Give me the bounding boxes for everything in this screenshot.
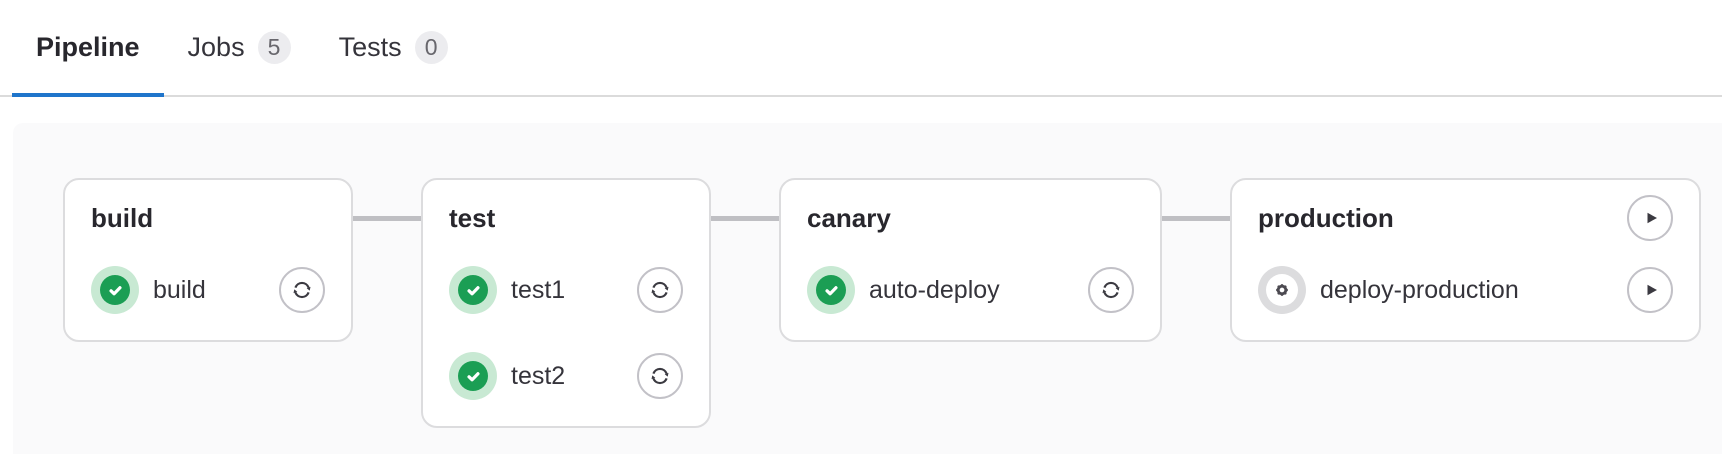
tab-jobs[interactable]: Jobs 5 [164,0,315,95]
pipeline-tabs: Pipeline Jobs 5 Tests 0 [0,0,1722,97]
retry-icon [1102,281,1120,299]
job-link-build[interactable]: build [91,266,259,314]
status-success-icon [449,266,497,314]
job-link-test2[interactable]: test2 [449,352,617,400]
jobs-count-badge: 5 [257,31,291,64]
stage-header-build: build [91,195,325,241]
stage-title: production [1258,202,1394,233]
stage-card-production: production [1230,178,1701,342]
stage-header-canary: canary [807,195,1134,241]
tab-tests[interactable]: Tests 0 [315,0,472,95]
job-row-auto-deploy: auto-deploy [807,266,1134,314]
job-name: test1 [511,275,566,304]
retry-job-button[interactable] [637,267,683,313]
tab-pipeline[interactable]: Pipeline [12,0,164,97]
stage-card-test: test test1 [421,178,711,428]
job-link-auto-deploy[interactable]: auto-deploy [807,266,1068,314]
tab-pipeline-label: Pipeline [36,32,140,62]
play-icon [1647,212,1657,224]
status-success-icon [91,266,139,314]
stage-connector [353,216,421,221]
retry-job-button[interactable] [1088,267,1134,313]
stage-connector [711,216,779,221]
tab-jobs-label: Jobs [187,32,245,62]
job-row-deploy-production: deploy-production [1258,266,1673,314]
status-manual-icon [1258,266,1306,314]
retry-job-button[interactable] [279,267,325,313]
job-name: auto-deploy [869,275,1000,304]
job-row-test1: test1 [449,266,683,314]
status-success-icon [449,352,497,400]
stage-title: test [449,202,496,233]
pipeline-graph-container: build build [13,123,1722,454]
retry-icon [293,281,311,299]
job-name: build [153,275,206,304]
retry-icon [651,281,669,299]
stage-card-canary: canary auto-deploy [779,178,1162,342]
stage-connector [1162,216,1230,221]
job-link-test1[interactable]: test1 [449,266,617,314]
stage-header-test: test [449,195,683,241]
stage-title: canary [807,202,891,233]
job-row-test2: test2 [449,352,683,400]
play-icon [1647,284,1657,296]
retry-icon [651,367,669,385]
job-name: test2 [511,361,566,390]
job-name: deploy-production [1320,275,1519,304]
status-success-icon [807,266,855,314]
play-job-button[interactable] [1627,267,1673,313]
job-row-build: build [91,266,325,314]
tab-tests-label: Tests [338,32,402,62]
retry-job-button[interactable] [637,353,683,399]
tests-count-badge: 0 [414,31,448,64]
stage-card-build: build build [63,178,353,342]
pipeline-graph: build build [63,178,1722,428]
stage-play-button[interactable] [1627,195,1673,241]
stage-header-production: production [1258,195,1673,241]
gear-icon [1276,284,1288,296]
job-link-deploy-production[interactable]: deploy-production [1258,266,1607,314]
stage-title: build [91,202,154,233]
